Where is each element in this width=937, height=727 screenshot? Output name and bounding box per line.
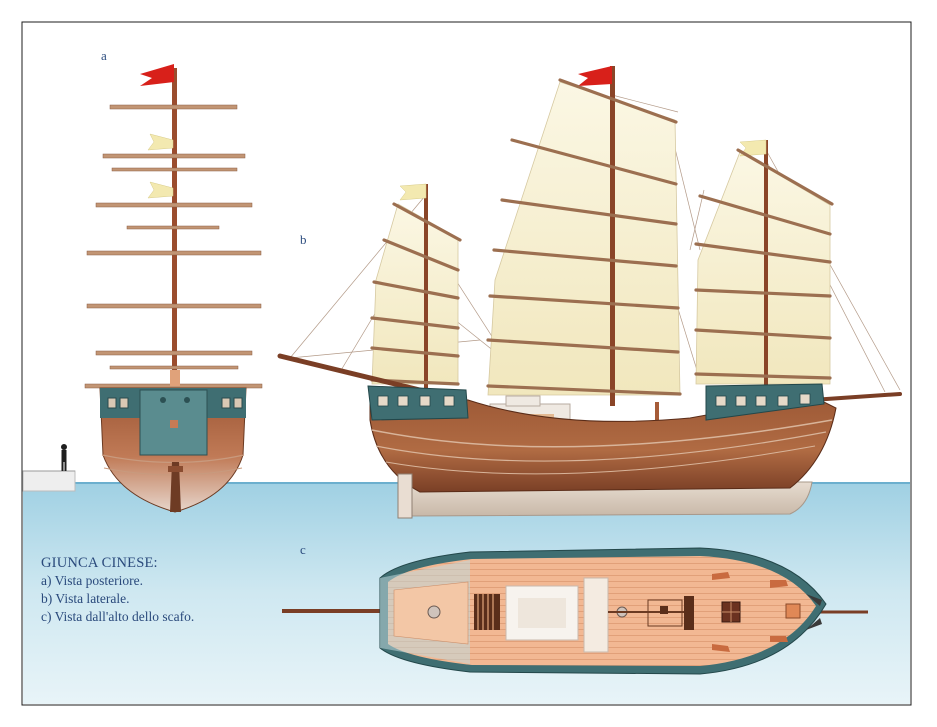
side-stern-castle [367, 385, 469, 421]
caption-title: GIUNCA CINESE: [41, 555, 158, 571]
side-stern-spar [277, 353, 431, 395]
rear-rudder [170, 462, 181, 512]
rear-flag-cream-icon-2 [147, 181, 174, 199]
figure-label-b: b [300, 232, 307, 247]
caption: GIUNCA CINESE: a) Vista posteriore. b) V… [41, 554, 194, 626]
top-long-hatch [583, 577, 609, 653]
caption-line: b) Vista laterale. [41, 591, 130, 606]
human-figure-icon [61, 444, 67, 471]
figure-label-a: a [101, 48, 107, 63]
side-bowsprit [810, 392, 902, 402]
side-rudder [397, 473, 413, 519]
side-flag-main-red-icon [578, 66, 612, 86]
top-center-box [647, 599, 683, 627]
side-mast-mizzen [424, 184, 428, 396]
caption-line: c) Vista dall'alto dello scafo. [41, 609, 195, 624]
side-sail-fore [695, 151, 831, 385]
top-view-hull [282, 547, 868, 675]
side-mast-main [610, 66, 615, 406]
side-battens [370, 78, 834, 396]
pier [22, 470, 76, 492]
side-flag-mizzen-cream-icon [399, 183, 427, 201]
rear-flag-cream-icon [147, 133, 174, 151]
side-mast-fore [764, 140, 768, 398]
caption-line: a) Vista posteriore. [41, 573, 144, 588]
rear-flag-red-icon [140, 64, 174, 86]
side-view-junk [277, 66, 902, 519]
figure-label-c: c [300, 542, 306, 557]
rear-view-junk [22, 64, 263, 513]
